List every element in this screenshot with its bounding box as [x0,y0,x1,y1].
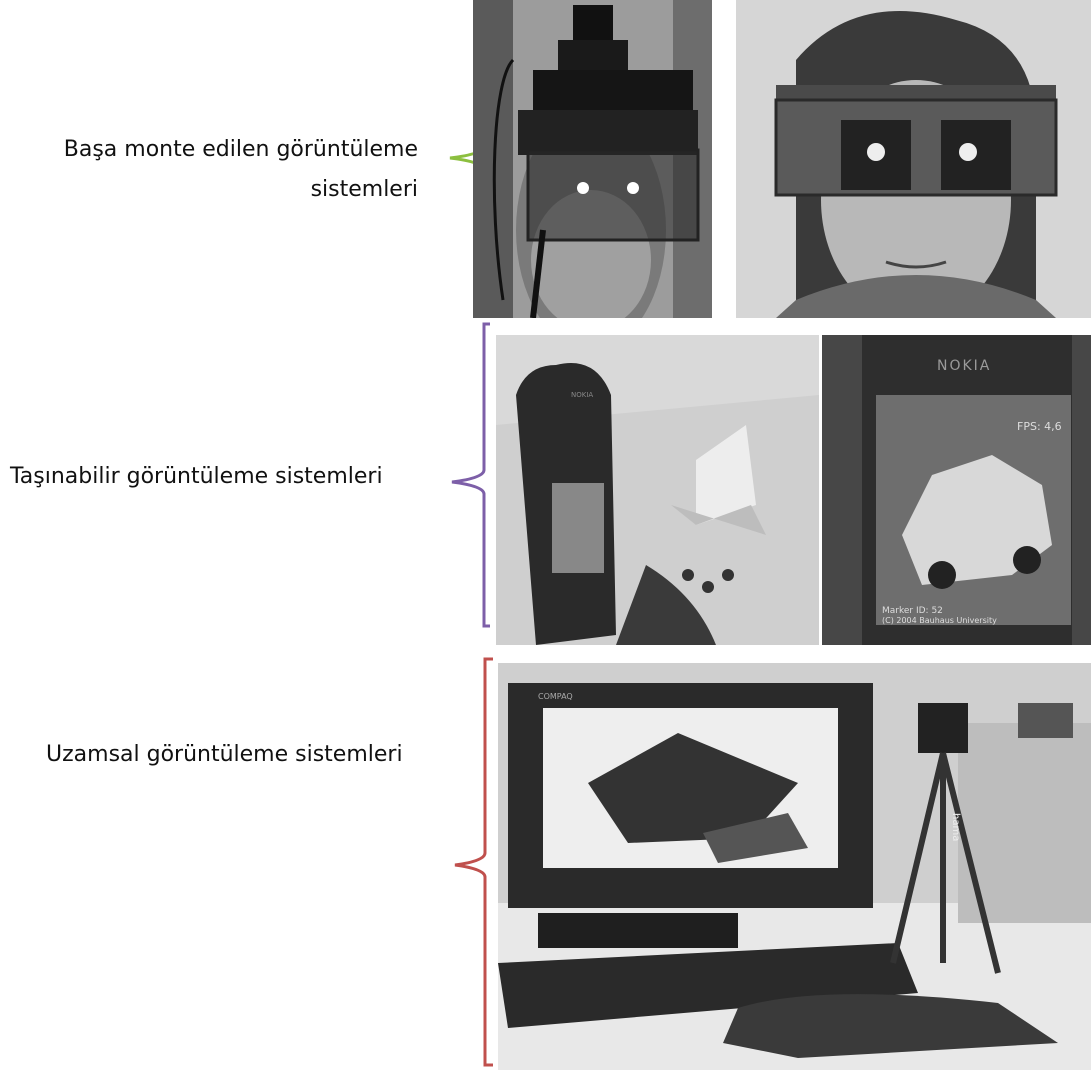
phone-held-brand: NOKIA [571,391,593,399]
bracket-handheld [451,322,492,628]
label-head-mounted-line1: Başa monte edilen görüntüleme [63,137,418,162]
photo-head-mounted-camera [473,0,712,318]
phone-closeup-fps: FPS: 4,6 [1017,420,1062,433]
photo-handheld-phone: NOKIA [496,335,819,645]
phone-closeup-copyright: (C) 2004 Bauhaus University [882,616,997,625]
tripod-brand: hama [950,813,961,841]
photo-head-mounted-display [736,0,1091,318]
label-head-mounted-line2: sistemleri [310,177,418,202]
label-spatial: Uzamsal görüntüleme sistemleri [46,735,403,775]
label-spatial-text: Uzamsal görüntüleme sistemleri [46,742,403,767]
phone-closeup-brand: NOKIA [937,358,991,374]
bracket-spatial [454,657,495,1069]
phone-closeup-marker: Marker ID: 52 [882,606,943,616]
photo-handheld-closeup: NOKIA FPS: 4,6 Marker ID: 52 (C) 2004 Ba… [822,335,1091,645]
label-handheld-text: Taşınabilir görüntüleme sistemleri [10,464,383,489]
photo-spatial-setup: COMPAQ hama [498,663,1091,1070]
label-head-mounted: Başa monte edilen görüntüleme sistemleri [64,130,418,210]
monitor-brand: COMPAQ [538,692,573,701]
label-handheld: Taşınabilir görüntüleme sistemleri [10,457,383,497]
